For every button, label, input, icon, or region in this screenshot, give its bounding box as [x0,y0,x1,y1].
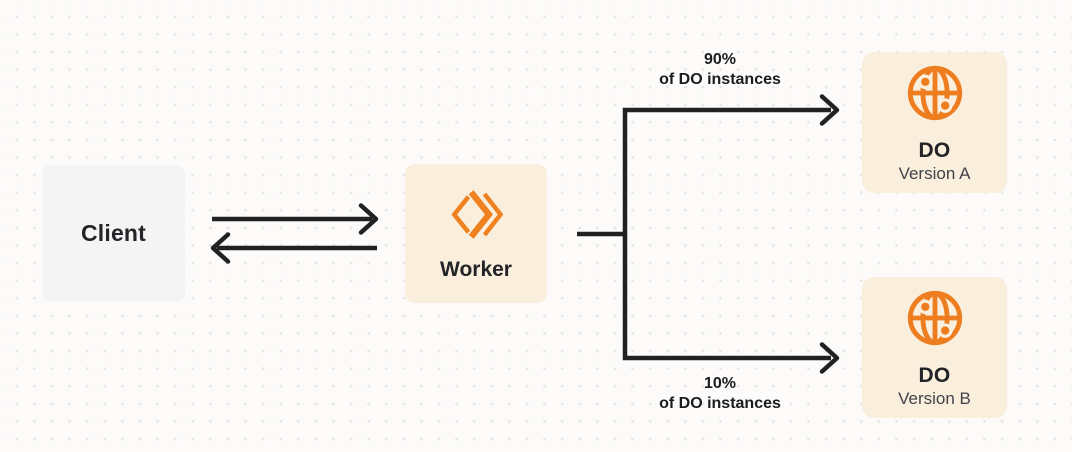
client-to-worker-arrow [212,203,379,235]
do-version-b-node: DO Version B [862,277,1007,418]
globe-icon [907,290,962,346]
workers-logo-icon [450,189,503,239]
worker-node: Worker [405,164,547,303]
fork-bottom-percent: 10% [703,375,737,392]
worker-label: Worker [440,257,512,281]
do-version-a-node: DO Version A [862,52,1007,193]
worker-to-client-arrow [210,232,377,264]
fork-connector [577,94,840,374]
arrowhead-bottom-icon [819,342,840,374]
fork-label-top: 90% of DO instances [620,50,820,90]
fork-bottom-caption: of DO instances [659,395,781,412]
client-label: Client [80,220,147,246]
do-a-subtitle: Version A [898,164,971,183]
globe-icon [907,65,962,121]
arrowhead-right-icon [358,203,379,235]
do-b-title: DO [918,364,951,387]
fork-label-bottom: 10% of DO instances [620,374,820,414]
client-node: Client [42,165,185,302]
fork-branch-lines [622,107,831,361]
fork-top-percent: 90% [703,51,737,68]
arrowhead-top-icon [819,94,840,126]
arrowhead-left-icon [210,232,231,264]
do-b-subtitle: Version B [898,389,971,408]
do-a-title: DO [918,139,951,162]
fork-top-caption: of DO instances [659,71,781,88]
